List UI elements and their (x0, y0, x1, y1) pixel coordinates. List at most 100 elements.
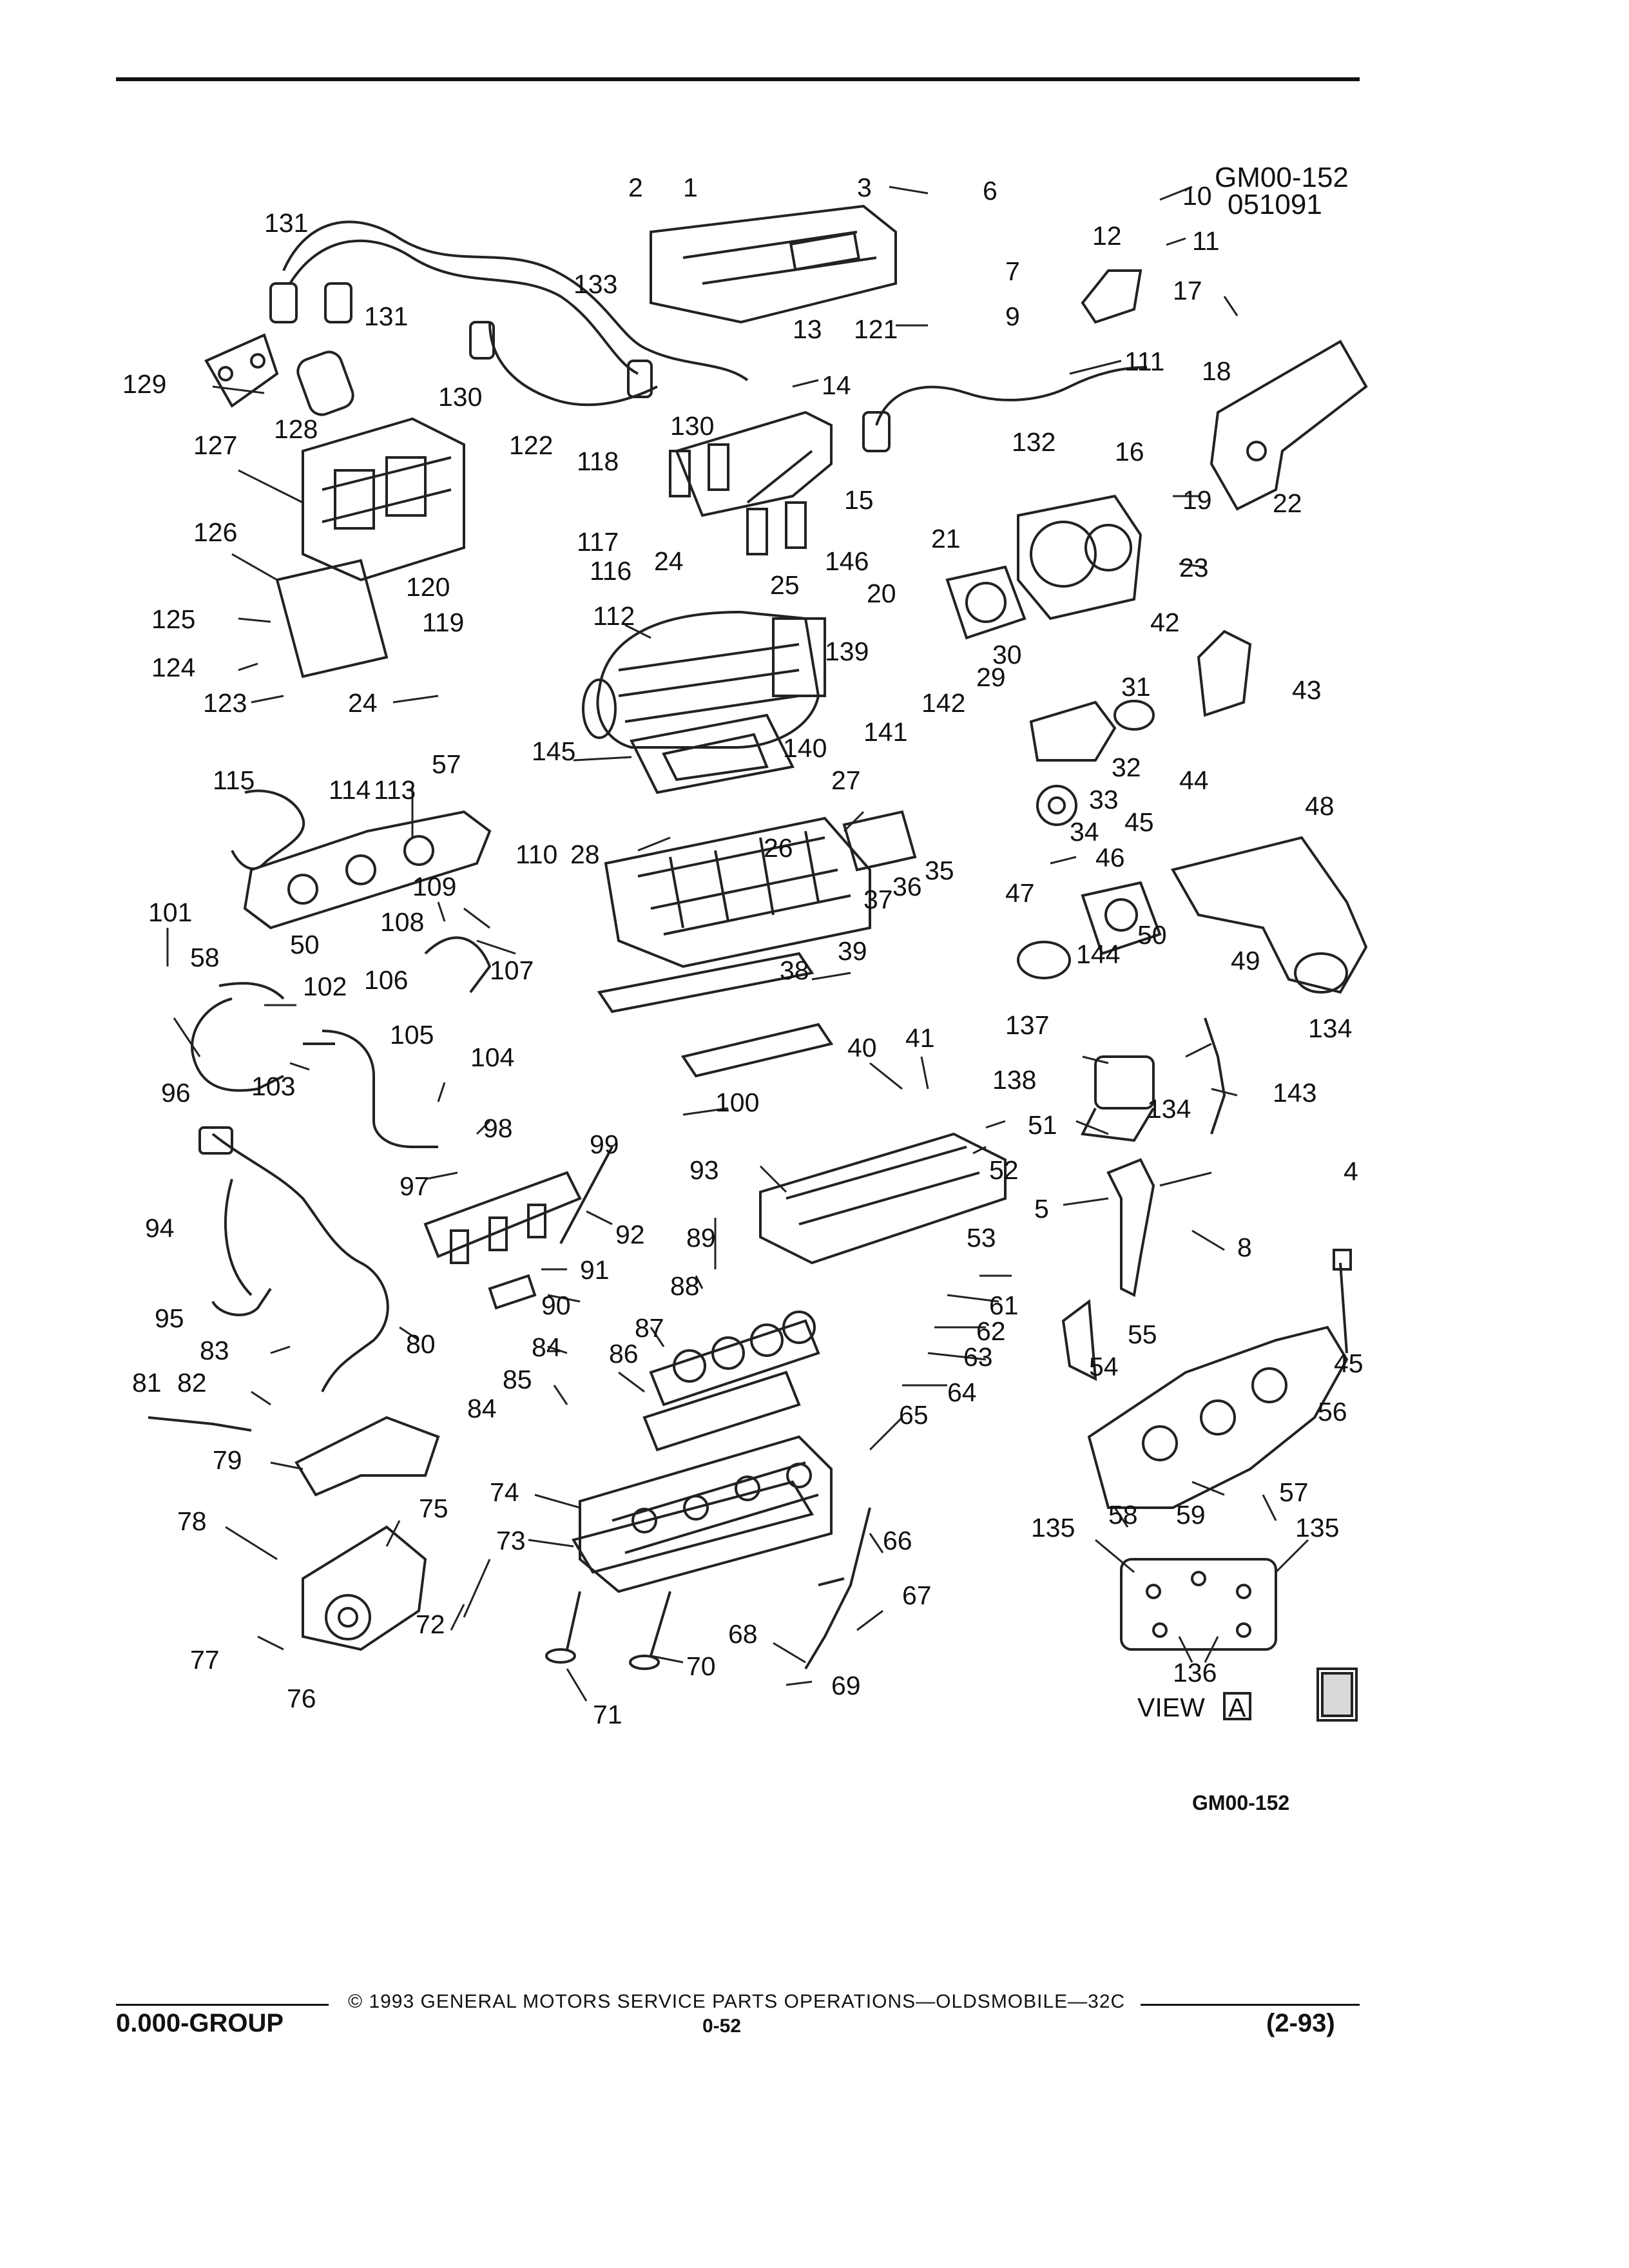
callout-20: 20 (867, 579, 896, 608)
figure-code-top: GM00-152 (1215, 162, 1349, 193)
callout-57-a: 57 (1279, 1477, 1309, 1507)
callout-35: 35 (925, 856, 954, 885)
bracket-75 (302, 1525, 427, 1651)
callout-67: 67 (902, 1581, 932, 1610)
callout-102: 102 (303, 972, 347, 1001)
callout-131-a: 131 (264, 208, 308, 238)
callout-121: 121 (854, 314, 898, 344)
spark-plug-cover-126 (275, 559, 389, 678)
intake-manifold-39 (604, 816, 871, 968)
callout-128: 128 (274, 414, 318, 444)
valve-cover-93 (759, 1132, 1007, 1265)
callout-26: 26 (764, 833, 793, 863)
callout-91: 91 (580, 1255, 610, 1285)
callout-87: 87 (635, 1313, 664, 1343)
callout-56: 56 (1318, 1397, 1347, 1427)
callout-106: 106 (364, 965, 408, 995)
spo-logo-frame (1316, 1667, 1358, 1722)
callout-138: 138 (992, 1065, 1036, 1095)
callout-17: 17 (1173, 276, 1202, 305)
callout-76: 76 (287, 1684, 316, 1713)
callout-103: 103 (251, 1072, 295, 1101)
oxygen-sensor-115 (231, 789, 305, 870)
supercharger (582, 610, 826, 749)
callout-24-a: 24 (654, 546, 684, 576)
callout-77: 77 (190, 1645, 220, 1675)
callout-34: 34 (1070, 817, 1099, 847)
callout-29: 29 (976, 662, 1006, 692)
callout-66: 66 (883, 1526, 912, 1555)
throttle-body (1017, 494, 1142, 620)
callout-45-a: 45 (1124, 807, 1154, 837)
ring-47 (1017, 941, 1071, 979)
sensor-harness-111 (862, 366, 1148, 452)
callout-143: 143 (1273, 1078, 1316, 1108)
callout-31: 31 (1121, 672, 1151, 702)
copyright-notice: © 1993 GENERAL MOTORS SERVICE PARTS OPER… (348, 1991, 1126, 2012)
callout-129: 129 (122, 369, 166, 399)
view-a-gasket (1120, 1558, 1277, 1651)
harness-96 (198, 1126, 389, 1392)
callout-61: 61 (989, 1291, 1019, 1320)
bracket-54 (1061, 1299, 1097, 1381)
callout-51: 51 (1028, 1110, 1057, 1140)
callout-137: 137 (1005, 1010, 1049, 1040)
hose-102 (191, 982, 285, 1092)
callout-10: 10 (1182, 181, 1212, 211)
callout-88: 88 (670, 1271, 700, 1301)
callout-80: 80 (406, 1329, 436, 1359)
callout-118: 118 (577, 447, 619, 476)
callout-100: 100 (715, 1088, 759, 1117)
callout-12: 12 (1092, 221, 1122, 251)
callout-47: 47 (1005, 878, 1035, 908)
bracket-12 (1081, 269, 1142, 324)
bracket-79 (294, 1416, 440, 1497)
callout-99: 99 (590, 1129, 619, 1159)
callout-48: 48 (1305, 791, 1335, 821)
callout-144: 144 (1076, 939, 1120, 969)
callout-146: 146 (825, 546, 869, 576)
callout-123: 123 (203, 688, 247, 718)
callout-37: 37 (863, 885, 893, 914)
callout-13: 13 (793, 314, 822, 344)
callout-112: 112 (593, 601, 635, 631)
callout-71: 71 (593, 1700, 622, 1729)
callout-141: 141 (863, 717, 907, 747)
callout-73: 73 (496, 1526, 526, 1555)
callout-119: 119 (422, 608, 464, 637)
callout-105: 105 (390, 1020, 434, 1050)
callout-75: 75 (419, 1494, 448, 1523)
callout-70: 70 (686, 1651, 716, 1681)
callout-64: 64 (947, 1378, 977, 1407)
callout-85: 85 (503, 1365, 532, 1394)
callout-126: 126 (193, 517, 237, 547)
callout-36: 36 (892, 872, 922, 901)
spo-logo-icon (1321, 1672, 1353, 1717)
callout-9: 9 (1005, 302, 1020, 331)
callout-1: 1 (683, 173, 698, 202)
callout-136: 136 (1173, 1658, 1217, 1687)
wire-94 (211, 1287, 272, 1316)
lifter-guide-86 (642, 1370, 801, 1452)
view-a-letter: A (1228, 1693, 1246, 1722)
callout-24-b: 24 (348, 688, 378, 718)
callout-15: 15 (844, 485, 874, 515)
sensor-45 (1333, 1249, 1352, 1354)
callout-115: 115 (213, 765, 255, 795)
callout-5: 5 (1034, 1194, 1049, 1224)
callout-69: 69 (831, 1671, 861, 1700)
callout-95: 95 (155, 1303, 184, 1333)
callout-84-b: 84 (467, 1394, 497, 1423)
head-gasket-73 (571, 1480, 815, 1574)
date-code: 051091 (1228, 189, 1322, 220)
callout-3: 3 (857, 173, 872, 202)
callout-72: 72 (416, 1610, 445, 1639)
fuel-rail-assembly (669, 410, 833, 555)
pipe-106 (303, 1030, 438, 1148)
callout-135-a: 135 (1031, 1513, 1075, 1542)
leader-lines (166, 186, 1309, 1702)
callout-86: 86 (609, 1339, 639, 1369)
callout-38: 38 (780, 956, 809, 985)
callout-131-b: 131 (364, 302, 408, 331)
exhaust-manifold-57-upper (243, 810, 492, 930)
